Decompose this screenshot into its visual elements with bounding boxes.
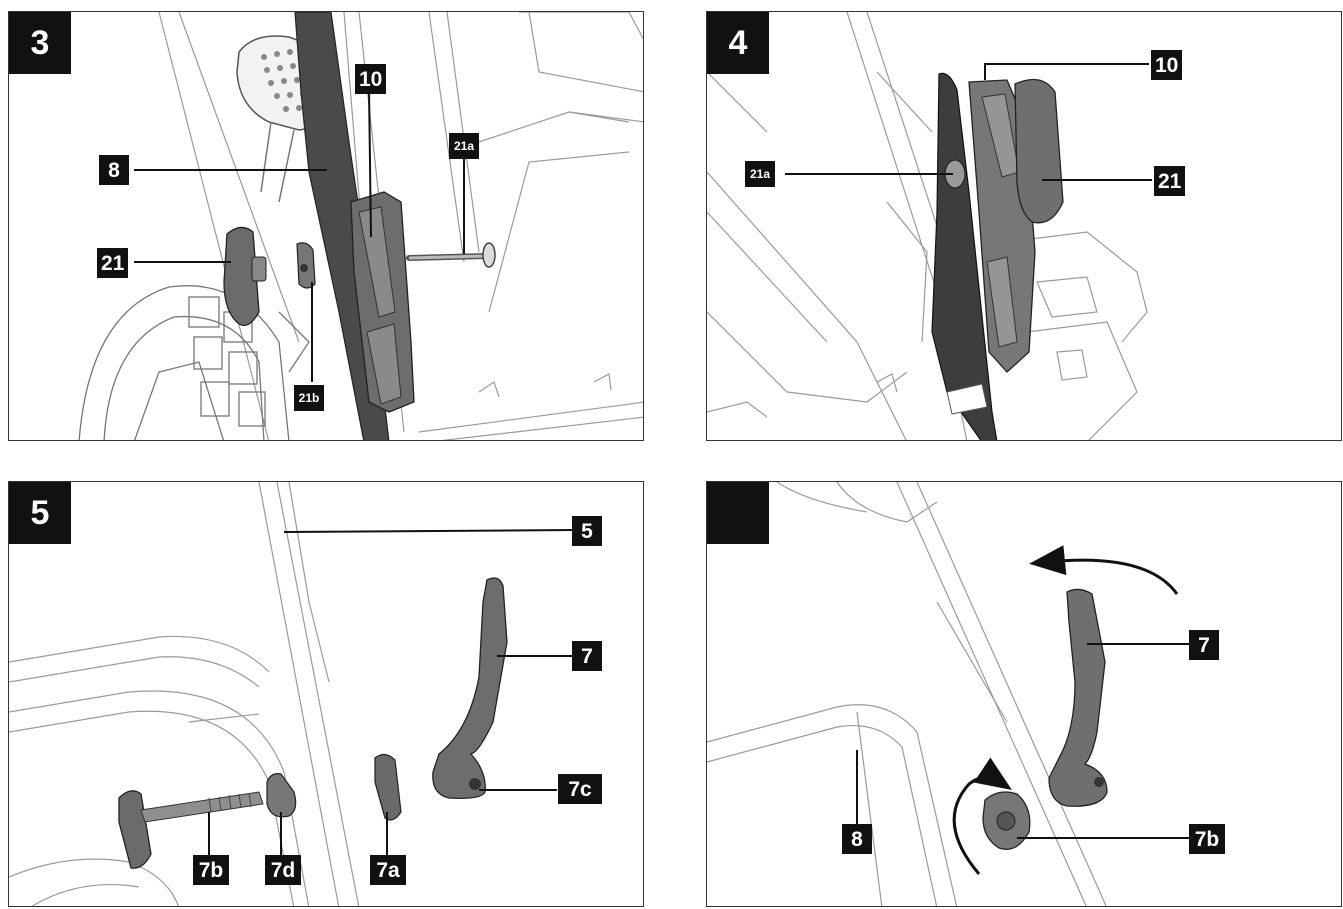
label-7b: 7b	[1189, 824, 1225, 854]
label-8: 8	[842, 824, 872, 854]
figure-5-panel: 5 5 7 7c 7b 7d 7a	[8, 481, 644, 907]
label-21a: 21a	[449, 133, 479, 159]
figure-4-illustration	[707, 12, 1152, 440]
bolt-21a	[406, 242, 496, 268]
label-7: 7	[572, 641, 602, 671]
label-7b: 7b	[193, 855, 229, 885]
bolt-7b	[118, 790, 264, 869]
nut-21b	[296, 242, 316, 289]
figure-5-illustration	[9, 482, 575, 906]
lever-7	[432, 577, 508, 800]
label-21: 21	[1154, 166, 1186, 196]
figure-3-illustration	[78, 12, 643, 440]
label-21a: 21a	[745, 161, 775, 187]
label-21: 21	[97, 248, 129, 278]
label-7: 7	[1189, 630, 1219, 660]
label-10: 10	[1151, 50, 1183, 80]
label-7d: 7d	[265, 855, 301, 885]
nut-7b	[982, 791, 1031, 850]
lever-7	[1048, 588, 1108, 807]
figure-6-illustration	[707, 482, 1189, 906]
figure-3-panel: 3 10 21a 8 21 21b	[8, 11, 644, 441]
figure-number: 4	[707, 12, 769, 74]
label-21b: 21b	[294, 385, 324, 411]
label-5: 5	[572, 516, 602, 546]
label-8: 8	[99, 155, 129, 185]
label-10: 10	[355, 64, 387, 94]
figure-number: 3	[9, 12, 71, 74]
figure-number: 5	[9, 482, 71, 544]
figure-4-panel: 4 10 21a 21	[706, 11, 1342, 441]
label-7a: 7a	[370, 855, 406, 885]
figure-number	[707, 482, 769, 544]
knob-21	[223, 226, 267, 327]
label-7c: 7c	[558, 774, 602, 804]
figure-6-panel: 7 8 7b	[706, 481, 1342, 907]
